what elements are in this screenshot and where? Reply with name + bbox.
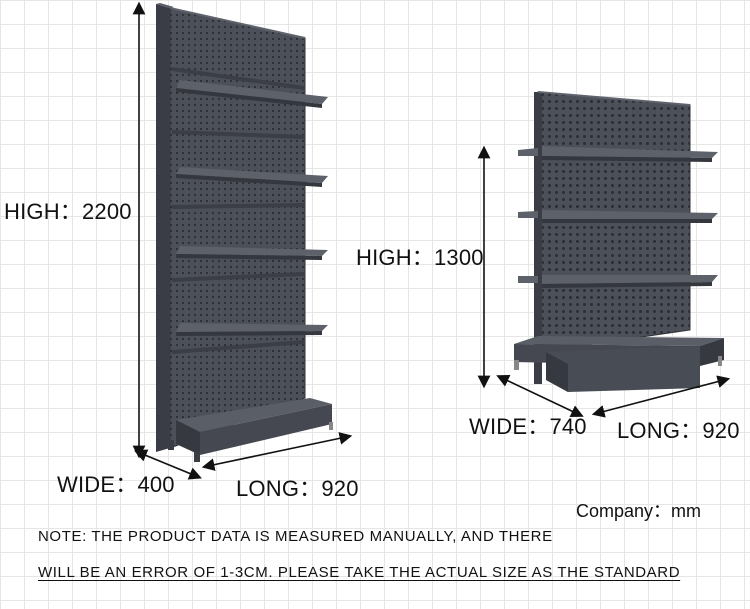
- shelf-left-illustration: [156, 3, 333, 462]
- right-wide-label: WIDE：740: [469, 414, 587, 439]
- arrow-left-wide: [134, 449, 202, 480]
- left-long-label: LONG：920: [236, 476, 359, 501]
- shelf-left-upright: [156, 4, 170, 452]
- left-high-label: HIGH：2200: [4, 199, 132, 224]
- shelf-left-back-panel: [169, 7, 306, 449]
- dimension-arrows: [132, 1, 731, 480]
- left-wide-label: WIDE：400: [57, 472, 175, 497]
- arrow-right-wide: [496, 374, 584, 418]
- arrow-right-long: [591, 375, 731, 418]
- units-label: Company：mm: [576, 501, 702, 521]
- right-long-label: LONG：920: [617, 418, 740, 443]
- note-line-1: NOTE: THE PRODUCT DATA IS MEASURED MANUA…: [38, 528, 553, 545]
- note-line-2: WILL BE AN ERROR OF 1-3CM. PLEASE TAKE T…: [38, 564, 681, 581]
- shelf-left-boards: [176, 80, 328, 336]
- right-high-label: HIGH：1300: [356, 245, 484, 270]
- shelf-right-base: [514, 336, 724, 346]
- shelf-left-base: [176, 398, 332, 432]
- shelf-right-upright: [534, 92, 542, 384]
- shelf-right-boards: [518, 146, 718, 288]
- shelf-right-illustration: [514, 91, 724, 392]
- arrow-left-long: [201, 432, 353, 471]
